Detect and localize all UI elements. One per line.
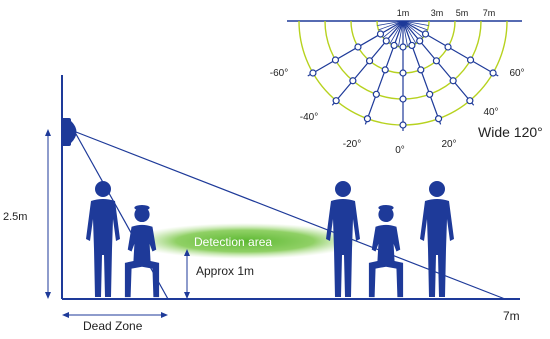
height-label: 2.5m: [3, 211, 27, 223]
person-standing-1: [86, 181, 120, 297]
angle-label-minus-40: -40°: [300, 112, 318, 123]
fan-fine-ray: [385, 20, 404, 42]
fan-node: [399, 95, 407, 103]
fan-node: [417, 66, 425, 74]
fan-fine-ray: [380, 20, 404, 35]
fan-angle-labels: -60° -40° -20° 0° 20° 40° 60°: [270, 68, 525, 156]
fan-node: [332, 97, 340, 105]
fan-node: [444, 43, 452, 51]
fan-node: [466, 56, 475, 64]
fan-node: [382, 37, 390, 45]
fan-node: [381, 66, 389, 74]
person-standing-3: [420, 181, 454, 297]
person-sitting-2: [368, 204, 404, 298]
sensor-lens: [71, 121, 77, 143]
fan-node: [365, 57, 374, 65]
detection-fan-diagram: [287, 20, 522, 131]
detection-area-glow: [130, 223, 360, 259]
distance-label-1m: 1m: [397, 8, 410, 18]
angle-label-20: 20°: [441, 139, 456, 150]
fan-fine-ray: [402, 20, 421, 42]
fan-node: [408, 41, 416, 50]
fan-node: [331, 56, 340, 64]
fan-fine-ray: [398, 20, 404, 47]
fan-fine-ray: [393, 20, 404, 46]
fan-node: [489, 69, 497, 77]
fan-fine-ray: [402, 20, 417, 44]
fan-node: [354, 43, 362, 51]
approx-height-arrow: [184, 249, 190, 299]
fan-node: [434, 115, 443, 123]
distance-label-3m: 3m: [431, 8, 444, 18]
fan-distance-labels: 1m 3m 5m 7m: [397, 8, 496, 18]
detection-area-label: Detection area: [194, 235, 272, 249]
fan-fine-ray: [377, 20, 404, 26]
fan-fine-ray: [402, 20, 428, 31]
dead-zone-arrow: [62, 312, 168, 318]
fan-fine-ray: [402, 20, 429, 26]
distance-label-5m: 5m: [456, 8, 469, 18]
fan-fine-ray: [378, 20, 404, 31]
fan-fine-ray: [402, 20, 424, 39]
height-dimension: [45, 129, 51, 299]
angle-label-40: 40°: [483, 107, 498, 118]
fan-node: [390, 41, 398, 50]
fan-caption: Wide 120°: [478, 124, 543, 140]
fan-node: [416, 37, 424, 45]
fan-node: [309, 69, 317, 77]
sensor-housing: [61, 118, 71, 146]
fan-fine-ray: [382, 20, 404, 39]
fan-node: [376, 30, 385, 38]
fan-node: [349, 77, 357, 85]
angle-label-60: 60°: [509, 68, 524, 79]
fan-node: [449, 77, 457, 85]
fan-node: [399, 43, 407, 51]
fan-fine-ray: [389, 20, 404, 44]
fan-node: [466, 97, 474, 105]
fan-fine-ray: [402, 20, 408, 47]
angle-label-0: 0°: [395, 145, 405, 156]
fan-node: [399, 121, 407, 129]
angle-label-minus-20: -20°: [343, 139, 361, 150]
fan-node: [426, 90, 434, 98]
approx-height-label: Approx 1m: [196, 264, 254, 278]
fan-fine-ray: [402, 20, 413, 46]
fan-node: [432, 57, 441, 65]
fan-node: [399, 69, 407, 77]
distance-label-7m: 7m: [483, 8, 496, 18]
angle-label-minus-60: -60°: [270, 68, 288, 79]
fan-fine-ray: [402, 20, 426, 35]
fan-node: [421, 30, 430, 38]
dead-zone-label: Dead Zone: [83, 319, 143, 333]
fan-node: [363, 115, 372, 123]
range-label: 7m: [503, 309, 520, 323]
fan-node: [372, 90, 380, 98]
